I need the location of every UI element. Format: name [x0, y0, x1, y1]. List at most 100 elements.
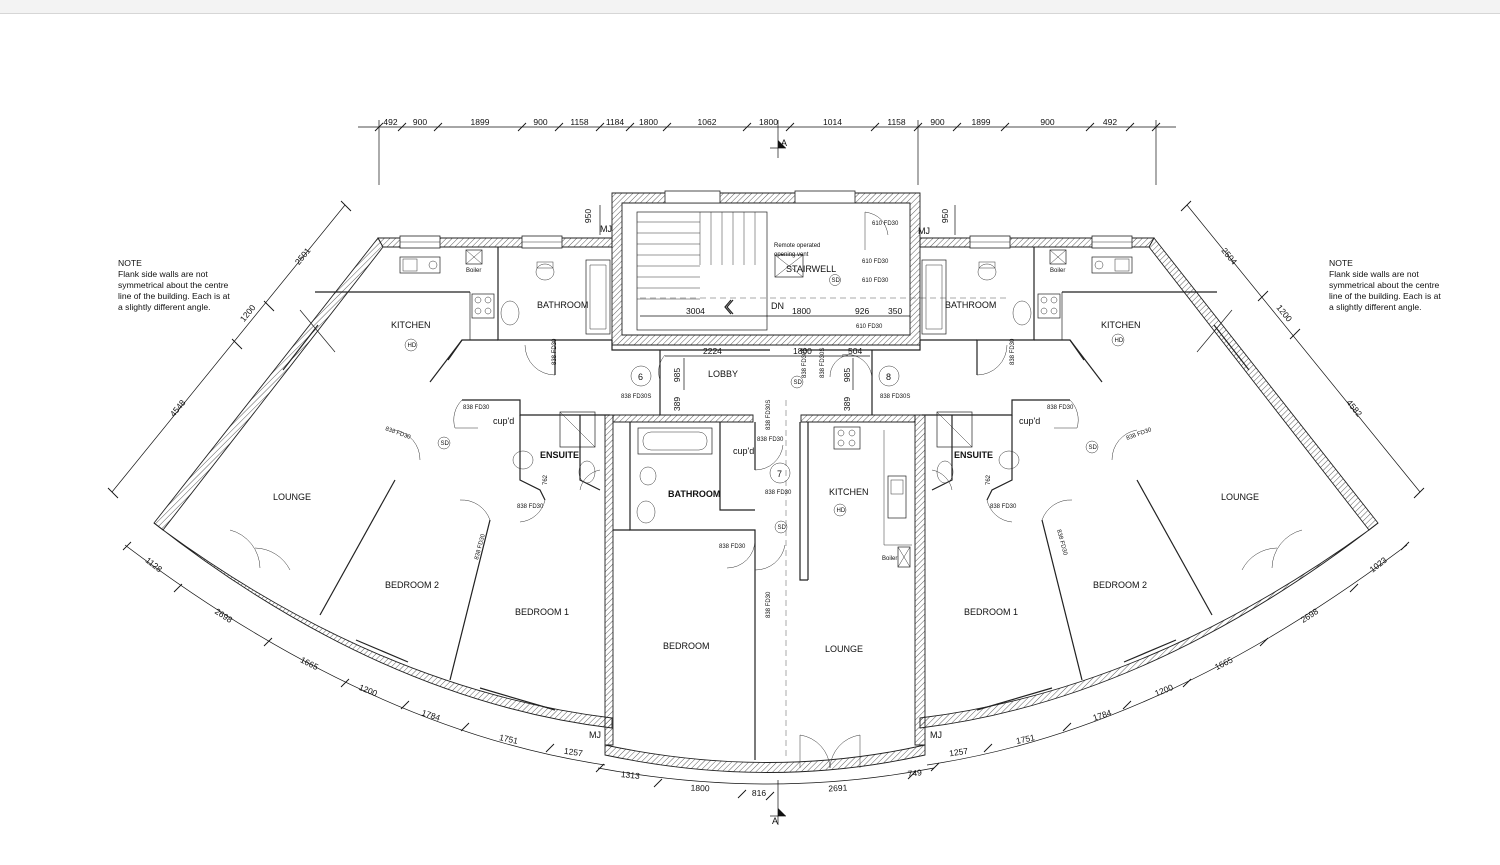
flat-number-7: 7: [777, 469, 782, 479]
top-dim-3: 900: [533, 117, 547, 127]
cupboard-right: cup'd: [1019, 416, 1040, 426]
bottom-dim-tick: [983, 743, 993, 753]
ensuite-dim-right: 762: [986, 474, 992, 485]
top-dim-tick: [1085, 122, 1095, 132]
room-lounge-right: LOUNGE: [1221, 492, 1259, 502]
door-lounge-right: 838 FD30: [1126, 427, 1153, 442]
room-bedroom1-left: BEDROOM 1: [515, 607, 569, 617]
bottom-dim-tick: [1259, 637, 1269, 647]
top-dim-tick: [517, 122, 527, 132]
dim-950-left: 950: [583, 209, 593, 223]
top-dim-6: 1800: [639, 117, 658, 127]
top-dim-5: 1184: [606, 117, 625, 127]
right-flank-dimensions: 2504 1200 4582: [1180, 200, 1425, 499]
note-left-line-1: Flank side walls are not: [118, 269, 208, 279]
top-dim-tick: [433, 122, 443, 132]
top-dim-tick: [554, 122, 564, 132]
top-dim-tick: [952, 122, 962, 132]
boiler-right: Boiler: [1050, 268, 1065, 274]
bottom-dim-tick: [737, 789, 747, 799]
sanitary-fixtures: [399, 249, 1133, 568]
dim-bl-6: 1257: [563, 746, 583, 759]
dim-br-1: 1751: [1015, 732, 1036, 746]
bottom-dim-tick: [1400, 541, 1410, 551]
vent-label-1: Remote operated: [774, 243, 820, 249]
dim-bl-2: 1665: [299, 655, 321, 673]
door-cupd-centre: 838 FD30: [757, 437, 784, 443]
room-ensuite-right: ENSUITE: [954, 450, 993, 460]
dim-right-2504: 2504: [1219, 246, 1239, 267]
dim-br-3: 1200: [1153, 682, 1175, 698]
bottom-dim-tick: [595, 763, 605, 773]
dim-bl-5: 1751: [498, 732, 519, 746]
dim-985-right: 985: [842, 368, 852, 382]
mj-top-left: MJ: [600, 224, 612, 234]
internal-walls-right: [872, 247, 1233, 681]
bottom-dim-tick: [460, 722, 470, 732]
inner-dimensions: 950 950 3004 1800 926 350 2224 1800 504 …: [583, 205, 956, 760]
top-dim-8: 1800: [759, 117, 778, 127]
stair-down-label: DN: [771, 301, 784, 311]
top-dim-tick: [870, 122, 880, 132]
room-lounge-centre: LOUNGE: [825, 644, 863, 654]
dim-985-left: 985: [672, 368, 682, 382]
smoke-detector-lobby: SD: [794, 380, 803, 386]
bottom-dim-tick: [263, 637, 273, 647]
dim-504: 504: [848, 346, 862, 356]
dim-br-2: 1784: [1092, 707, 1113, 722]
door-lounge-left: 838 FD30: [384, 426, 411, 441]
dim-bc-4: 749: [907, 767, 922, 778]
room-bathroom-centre: BATHROOM: [668, 489, 720, 499]
dim-bc-1: 1800: [690, 783, 710, 794]
dim-2224: 2224: [703, 346, 722, 356]
dim-3004: 3004: [686, 306, 705, 316]
top-dim-tick: [397, 122, 407, 132]
top-dim-tick: [374, 122, 384, 132]
room-kitchen-centre: KITCHEN: [829, 487, 869, 497]
bottom-dim-tick: [173, 583, 183, 593]
dim-bl-4: 1784: [420, 707, 441, 722]
door-flat8: 838 FD30S: [880, 394, 910, 400]
top-dim-9: 1014: [823, 117, 842, 127]
cupboard-centre: cup'd: [733, 446, 754, 456]
dim-350: 350: [888, 306, 902, 316]
dim-1800b: 1800: [793, 346, 812, 356]
door-stair-4: 610 FD30: [856, 324, 883, 330]
note-left-line-4: a slightly different angle.: [118, 302, 211, 312]
top-dim-14: 492: [1103, 117, 1117, 127]
smoke-detector-left: SD: [441, 441, 450, 447]
bottom-dim-tick: [653, 778, 663, 788]
door-ensuite-left: 838 FD30: [517, 504, 544, 510]
note-left-heading: NOTE: [118, 258, 142, 268]
dim-br-5: 2698: [1299, 606, 1321, 625]
door-lobby-a: 838 FD30S: [802, 348, 808, 378]
bottom-dim-tick: [1062, 722, 1072, 732]
bottom-dim-tick: [930, 762, 940, 772]
dim-left-4548: 4548: [168, 397, 188, 418]
door-cupd-right: 838 FD30: [1047, 405, 1074, 411]
top-dim-7: 1062: [698, 117, 717, 127]
bottom-dim-tick: [340, 678, 350, 688]
door-bed1-left: 838 FD30: [474, 533, 487, 561]
top-dim-tick: [1000, 122, 1010, 132]
mj-bottom-left: MJ: [589, 730, 601, 740]
smoke-detector-centre: SD: [778, 525, 787, 531]
cupboard-left: cup'd: [493, 416, 514, 426]
dim-br-4: 1665: [1213, 654, 1235, 672]
top-dim-tick: [662, 122, 672, 132]
note-right-line-1: Flank side walls are not: [1329, 269, 1419, 279]
section-marker-top: A: [781, 138, 787, 148]
door-stair-2: 610 FD30: [862, 259, 889, 265]
door-flat6: 838 FD30S: [621, 394, 651, 400]
room-bedroom1-right: BEDROOM 1: [964, 607, 1018, 617]
bottom-dim-tick: [765, 791, 775, 801]
section-marker-bottom: A: [772, 816, 778, 826]
top-dim-13: 900: [1040, 117, 1054, 127]
door-ensuite-right: 838 FD30: [990, 504, 1017, 510]
note-right-line-4: a slightly different angle.: [1329, 302, 1422, 312]
vent-label-2: opening vent: [774, 252, 809, 258]
note-left-line-2: symmetrical about the centre: [118, 280, 229, 290]
door-bed-centre: 838 FD30: [719, 544, 746, 550]
